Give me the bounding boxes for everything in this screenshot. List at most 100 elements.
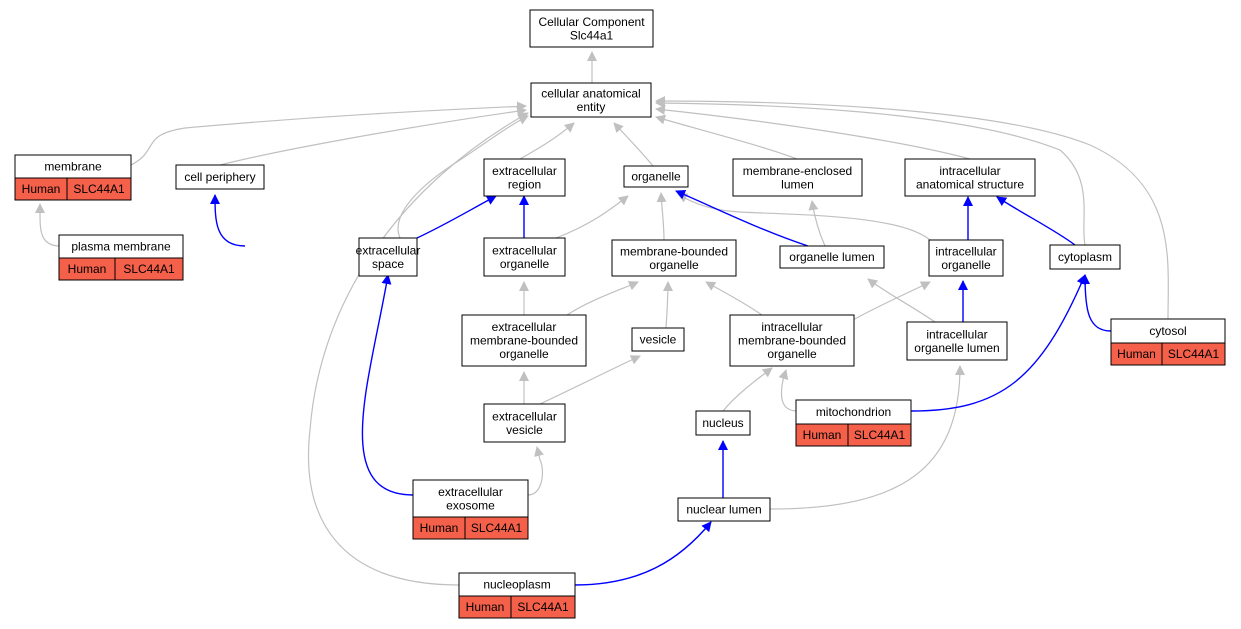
node-cell-periphery[interactable]: cell periphery (175, 164, 265, 190)
node-label: nucleus (702, 416, 743, 430)
node-box (904, 158, 1036, 197)
is-a-edge (555, 195, 629, 239)
species-label: Human (22, 182, 61, 196)
node-label: anatomical structure (916, 177, 1024, 191)
node-label: exosome (446, 498, 495, 512)
node-box (483, 158, 566, 197)
is-a-edge (527, 446, 544, 496)
gene-label: SLC44A1 (517, 600, 569, 614)
is-a-edge (677, 193, 931, 241)
node-label: organelle lumen (789, 250, 874, 264)
gene-label: SLC44A1 (471, 521, 523, 535)
node-organelle-lumen[interactable]: organelle lumen (779, 245, 885, 269)
node-box (795, 399, 912, 425)
is-a-edge (808, 200, 826, 247)
node-label: membrane-bounded (470, 334, 578, 348)
node-label: membrane-enclosed (743, 164, 852, 178)
node-label: cytoplasm (1058, 250, 1112, 264)
node-nucleus[interactable]: nucleus (695, 410, 751, 436)
is-a-edge (778, 369, 797, 412)
node-label: intracellular (761, 320, 822, 334)
node-label: organelle (499, 347, 549, 361)
node-label: organelle (767, 347, 817, 361)
node-box (358, 237, 418, 277)
is-a-edge (655, 114, 798, 160)
node-cytoplasm[interactable]: cytoplasm (1049, 244, 1121, 270)
edges (35, 51, 1169, 586)
node-label: entity (577, 100, 606, 114)
node-label: membrane (44, 160, 102, 174)
is-a-edge (219, 106, 527, 166)
gene-label: SLC44A1 (123, 262, 175, 276)
species-label: Human (1117, 347, 1156, 361)
node-box (175, 164, 265, 190)
node-label: intracellular (935, 244, 996, 258)
is-a-edge (613, 122, 654, 167)
node-label: intracellular (939, 164, 1000, 178)
node-vesicle[interactable]: vesicle (631, 327, 685, 352)
node-label: vesicle (506, 423, 543, 437)
node-box (623, 165, 689, 188)
node-label: cellular anatomical (541, 86, 640, 100)
node-box (412, 479, 529, 518)
node-label: intracellular (926, 327, 987, 341)
part-of-edge (910, 274, 1087, 412)
node-label: organelle (649, 258, 699, 272)
part-of-edge (210, 194, 246, 247)
is-a-edge (662, 281, 673, 329)
node-label: Slc44a1 (570, 28, 614, 42)
is-a-edge (539, 355, 641, 405)
is-a-edge (722, 367, 773, 412)
is-a-edge (519, 122, 575, 160)
node-label: space (372, 257, 404, 271)
part-of-edge (996, 196, 1076, 246)
is-a-edge (655, 98, 1086, 246)
gene-label: SLC44A1 (1168, 347, 1220, 361)
part-of-edge (416, 195, 497, 239)
node-label: nuclear lumen (686, 503, 761, 517)
is-a-edge (566, 281, 639, 316)
part-of-edge (574, 521, 712, 586)
node-box (1049, 244, 1121, 270)
node-label: extracellular (492, 320, 557, 334)
node-box (729, 314, 855, 367)
species-label: Human (466, 600, 505, 614)
node-organelle[interactable]: organelle (623, 165, 689, 188)
gene-label: SLC44A1 (854, 428, 906, 442)
node-label: cytosol (1149, 324, 1186, 338)
gene-cell (66, 177, 132, 201)
node-label: plasma membrane (71, 240, 171, 254)
node-nuclear-lumen[interactable]: nuclear lumen (677, 497, 771, 522)
is-a-edge (656, 192, 667, 241)
is-a-edge (705, 281, 763, 316)
node-label: extracellular (438, 485, 503, 499)
gene-label: SLC44A1 (73, 182, 125, 196)
node-label: membrane-bounded (620, 244, 728, 258)
part-of-edge (1080, 274, 1112, 332)
node-box (483, 237, 566, 277)
node-label: organelle (631, 170, 681, 184)
node-box (695, 410, 751, 436)
node-box (732, 158, 863, 197)
node-label: organelle (500, 257, 550, 271)
